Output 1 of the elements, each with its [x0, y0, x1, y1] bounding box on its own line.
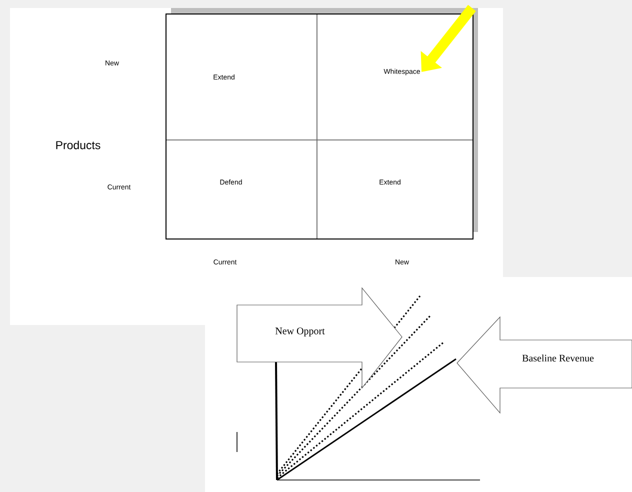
- axis-label: Products: [56, 140, 100, 150]
